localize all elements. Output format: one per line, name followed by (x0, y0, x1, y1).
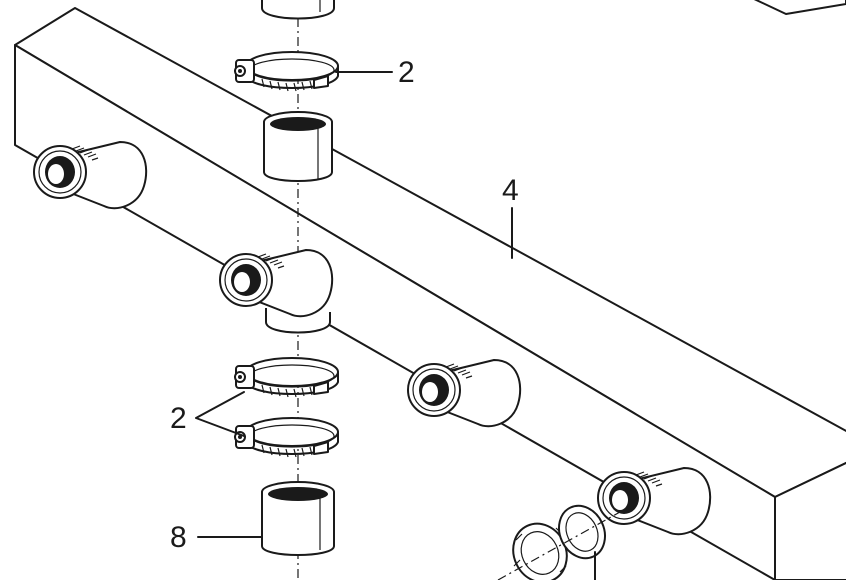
upper-sleeve (261, 0, 335, 20)
manifold-bottom-stub (265, 308, 331, 334)
callout-sleeve: 8 (170, 521, 187, 554)
manifold-body (14, 7, 846, 580)
threaded-nipple-1 (33, 141, 148, 210)
threaded-nipple-4 (597, 467, 712, 536)
manifold-top-sleeve (263, 111, 333, 182)
hose-clamp-top (234, 51, 339, 92)
callout-clamps-bottom: 2 (170, 402, 187, 435)
leader-clamps-bottom (195, 391, 245, 437)
threaded-nipple-3 (407, 359, 522, 428)
callout-clamp-top: 2 (398, 56, 415, 89)
connection-sleeve (261, 481, 335, 556)
nipple-axis-line (497, 511, 621, 580)
seal-ring (558, 504, 606, 560)
corner-part (753, 0, 846, 15)
callout-manifold: 4 (502, 174, 519, 207)
hose-clamp-lower-2 (234, 417, 339, 458)
hose-clamp-lower-1 (234, 357, 339, 398)
threaded-nipple-2 (219, 249, 334, 318)
